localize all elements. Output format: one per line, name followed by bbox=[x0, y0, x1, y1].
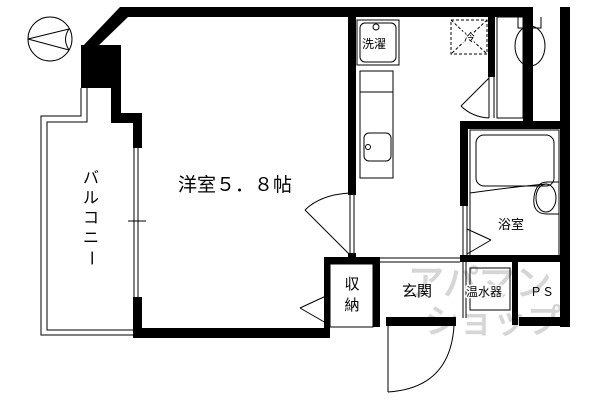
balcony-char: バ bbox=[83, 168, 99, 187]
bathroom: 浴室 bbox=[460, 121, 570, 262]
lower-row: 収 納 玄関 温水器 ＰＳ bbox=[299, 257, 562, 393]
watermark: アパマン ショップ bbox=[408, 263, 561, 342]
kitchen: 洗濯 冷 bbox=[356, 7, 495, 179]
balcony-char: コ bbox=[83, 208, 99, 227]
balcony-char: ル bbox=[83, 188, 99, 207]
pipe-space: ＰＳ bbox=[512, 262, 562, 325]
balcony: バ ル コ ニ ー bbox=[40, 88, 146, 336]
bathroom-label: 浴室 bbox=[498, 217, 524, 233]
entrance: 玄関 bbox=[387, 282, 455, 393]
western-room: 洋室５．８帖 bbox=[178, 7, 356, 261]
kitchen-counter bbox=[359, 70, 394, 179]
water-heater: 温水器 bbox=[462, 262, 511, 318]
bathroom-door[interactable] bbox=[462, 206, 492, 256]
pipe-space-label: ＰＳ bbox=[530, 285, 554, 299]
entrance-label: 玄関 bbox=[402, 282, 432, 300]
viewpoint-compass-icon bbox=[27, 16, 73, 62]
water-heater-label: 温水器 bbox=[466, 285, 502, 299]
balcony-char: ー bbox=[82, 250, 101, 266]
watermark-line-1: アパマン bbox=[408, 263, 551, 304]
exterior-walls bbox=[81, 7, 570, 338]
fridge-label: 冷 bbox=[464, 31, 475, 44]
storage: 収 納 bbox=[299, 263, 374, 328]
toilet bbox=[496, 16, 546, 119]
balcony-char: ニ bbox=[83, 228, 99, 247]
room-door[interactable] bbox=[304, 192, 350, 255]
western-room-label: 洋室５．８帖 bbox=[178, 174, 292, 196]
balcony-label: バ ル コ ニ ー bbox=[82, 168, 101, 266]
storage-char: 納 bbox=[344, 296, 359, 314]
refrigerator: 冷 bbox=[450, 19, 488, 55]
washing-machine: 洗濯 bbox=[356, 19, 400, 66]
toilet-door[interactable] bbox=[460, 77, 490, 119]
laundry-label: 洗濯 bbox=[362, 37, 386, 51]
storage-char: 収 bbox=[344, 275, 359, 293]
entrance-door[interactable] bbox=[387, 325, 455, 393]
storage-door[interactable] bbox=[299, 295, 327, 324]
